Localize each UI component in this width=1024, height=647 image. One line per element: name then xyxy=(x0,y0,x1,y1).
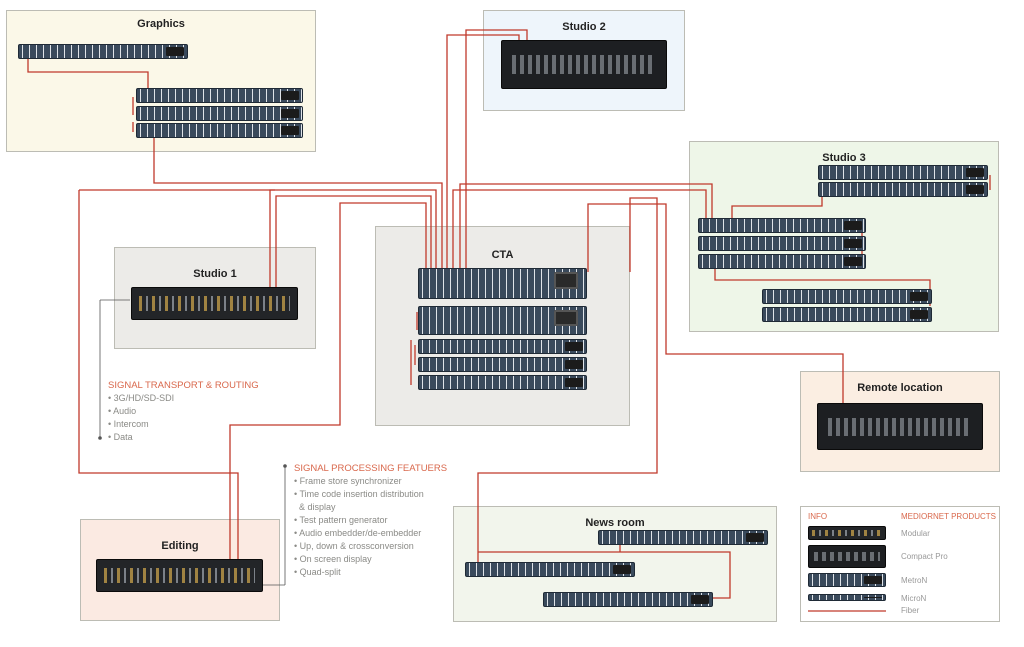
processing-item: • Up, down & crossconversion xyxy=(294,541,414,551)
transport-item: • Intercom xyxy=(108,419,149,429)
processing-item: • Time code insertion distribution xyxy=(294,489,424,499)
studio3-device-2 xyxy=(818,182,988,197)
fiber-cta-internal xyxy=(410,312,418,385)
studio3-device-6 xyxy=(762,289,932,304)
signal-processing-note: SIGNAL PROCESSING FEATUERS • Frame store… xyxy=(294,462,464,579)
legend-compact-pro-swatch xyxy=(808,545,886,568)
fiber-graphics-internal xyxy=(27,58,149,132)
graphics-device-2 xyxy=(136,88,303,103)
studio3-device-5 xyxy=(698,254,866,269)
remote-location-title: Remote location xyxy=(857,382,943,394)
graphics-device-1 xyxy=(18,44,188,59)
cta-device-1 xyxy=(418,268,587,299)
fiber-editing-to-cta-b xyxy=(78,189,275,565)
processing-item: • Test pattern generator xyxy=(294,515,388,525)
fiber-studio1-to-cta-a xyxy=(269,189,437,290)
legend-micron-swatch xyxy=(808,594,886,601)
signal-transport-heading: SIGNAL TRANSPORT & ROUTING xyxy=(108,380,259,391)
transport-item: • Data xyxy=(108,432,133,442)
cta-title: CTA xyxy=(491,249,514,261)
processing-item: • On screen display xyxy=(294,554,372,564)
studio3-device-3 xyxy=(698,218,866,233)
fiber-remote-to-cta xyxy=(587,203,844,412)
transport-item: • Audio xyxy=(108,406,137,416)
cta-device-3 xyxy=(418,339,587,354)
legend-micron-label: MicroN xyxy=(901,594,927,603)
remote-location-device xyxy=(817,403,983,450)
graphics-device-3 xyxy=(136,106,303,121)
newsroom-device-1 xyxy=(598,530,768,545)
processing-item: • Quad-split xyxy=(294,567,341,577)
graphics-device-4 xyxy=(136,123,303,138)
studio3-device-4 xyxy=(698,236,866,251)
processing-item: & display xyxy=(294,502,336,512)
editing-title: Editing xyxy=(161,540,199,552)
legend-metron-label: MetroN xyxy=(901,576,928,585)
legend-compact-pro-label: Compact Pro xyxy=(901,552,948,561)
studio2-title: Studio 2 xyxy=(562,21,606,33)
newsroom-title: News room xyxy=(585,517,645,529)
studio3-device-7 xyxy=(762,307,932,322)
legend-modular-label: Modular xyxy=(901,529,930,538)
transport-item: • 3G/HD/SD-SDI xyxy=(108,393,175,403)
fiber-graphics-to-cta xyxy=(153,138,443,272)
processing-item: • Audio embedder/de-embedder xyxy=(294,528,422,538)
fiber-studio2-to-cta-b xyxy=(465,29,528,272)
cta-device-2 xyxy=(418,306,587,335)
cta-device-5 xyxy=(418,375,587,390)
legend-fiber-swatch xyxy=(808,610,886,612)
transport-pointer-dot xyxy=(98,436,102,440)
newsroom-device-3 xyxy=(543,592,713,607)
legend-fiber-label: Fiber xyxy=(901,606,920,615)
legend-info-label: INFO xyxy=(808,512,828,521)
fiber-studio3-to-cta-b xyxy=(452,189,707,272)
signal-processing-heading: SIGNAL PROCESSING FEATUERS xyxy=(294,463,448,474)
editing-device xyxy=(96,559,263,592)
legend-modular-swatch xyxy=(808,526,886,540)
fiber-studio1-to-cta-b xyxy=(275,195,432,290)
fiber-studio3-to-cta xyxy=(459,183,713,272)
cta-device-4 xyxy=(418,357,587,372)
signal-transport-note: SIGNAL TRANSPORT & ROUTING • 3G/HD/SD-SD… xyxy=(108,379,308,444)
fiber-editing-to-cta-a xyxy=(229,202,427,565)
studio3-title: Studio 3 xyxy=(822,152,866,164)
newsroom-device-2 xyxy=(465,562,635,577)
graphics-title: Graphics xyxy=(137,18,185,30)
studio2-device xyxy=(501,40,667,89)
processing-item: • Frame store synchronizer xyxy=(294,476,402,486)
processing-pointer-dot xyxy=(283,464,287,468)
studio1-title: Studio 1 xyxy=(193,268,237,280)
legend-products-label: MEDIORNET PRODUCTS xyxy=(901,512,996,521)
fiber-newsroom-to-cta xyxy=(477,197,658,562)
legend-metron-swatch xyxy=(808,573,886,587)
studio3-device-1 xyxy=(818,165,988,180)
studio1-device xyxy=(131,287,298,320)
